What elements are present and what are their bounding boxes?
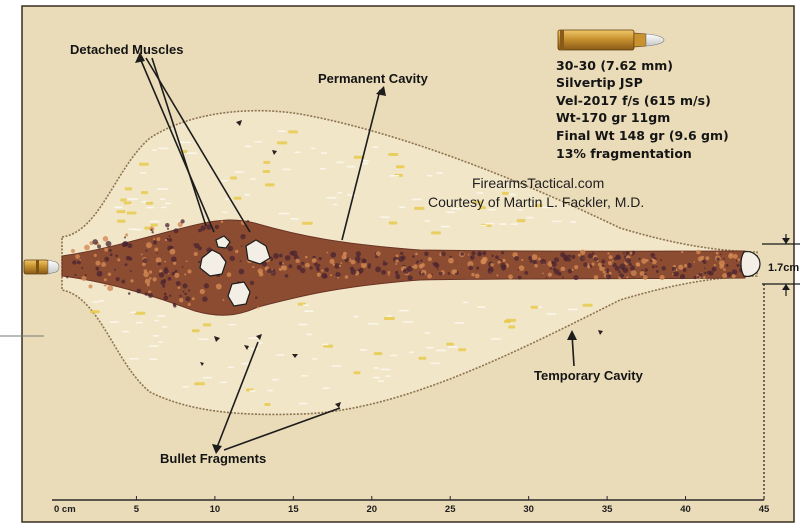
credit-author: Courtesy of Martin L. Fackler, M.D. — [428, 194, 644, 210]
label-permanent-cavity: Permanent Cavity — [318, 71, 429, 86]
axis-tick-label: 5 — [134, 504, 140, 515]
spec-caliber: 30-30 (7.62 mm) — [556, 58, 673, 73]
label-bullet-fragments: Bullet Fragments — [160, 451, 266, 466]
axis-unit-label: 0 cm — [54, 504, 76, 515]
label-temporary-cavity: Temporary Cavity — [534, 368, 644, 383]
spec-final-weight: Final Wt 148 gr (9.6 gm) — [556, 128, 729, 143]
axis-tick-label: 25 — [445, 504, 456, 515]
axis-tick-label: 35 — [602, 504, 613, 515]
axis-tick-label: 15 — [288, 504, 299, 515]
diameter-label: 1.7cm — [768, 262, 799, 274]
entry-cartridge — [24, 260, 59, 274]
spec-fragmentation: 13% fragmentation — [556, 146, 692, 161]
spec-velocity: Vel-2017 f/s (615 m/s) — [556, 93, 711, 108]
axis-tick-label: 30 — [523, 504, 534, 515]
label-detached-muscles: Detached Muscles — [70, 42, 183, 57]
spec-bullet-type: Silvertip JSP — [556, 75, 643, 90]
axis-tick-label: 20 — [366, 504, 377, 515]
axis-tick-label: 10 — [210, 504, 221, 515]
axis-tick-label: 40 — [680, 504, 691, 515]
spec-weight: Wt-170 gr 11gm — [556, 110, 670, 125]
credit-site: FirearmsTactical.com — [472, 175, 604, 191]
axis-tick-label: 45 — [759, 504, 770, 515]
